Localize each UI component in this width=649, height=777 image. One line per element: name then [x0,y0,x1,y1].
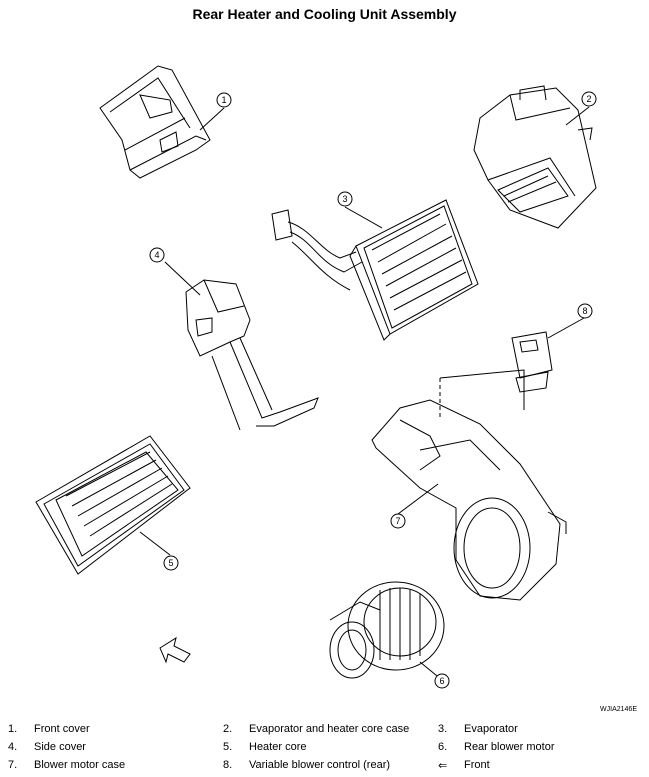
svg-text:5: 5 [168,558,173,568]
svg-text:3: 3 [342,194,347,204]
side-cover-drawing [185,279,319,431]
legend-number: 2. [223,723,233,735]
legend-number: 7. [8,759,18,771]
legend-number: 5. [223,741,233,753]
legend-label: Front cover [34,723,90,735]
svg-text:6: 6 [439,676,444,686]
front-cover-drawing [99,65,211,179]
callout-3: 3 [337,191,353,207]
legend-label: Variable blower control (rear) [249,759,391,771]
callout-6: 6 [434,673,450,689]
svg-text:8: 8 [582,306,587,316]
legend-number: 1. [8,723,18,735]
legend-label: Rear blower motor [464,741,555,753]
blower-motor-case-drawing [371,369,567,601]
legend-row: 7. Blower motor case 8. Variable blower co… [8,756,638,774]
callout-4: 4 [149,247,165,263]
legend-number: 3. [438,723,448,735]
callout-7: 7 [390,513,406,529]
svg-text:2: 2 [586,94,591,104]
variable-blower-control-drawing [511,331,553,393]
legend-item: 1. Front cover [8,723,223,735]
heater-core-drawing [35,435,191,575]
legend-item: 2. Evaporator and heater core case [223,723,438,735]
legend-number: 8. [223,759,233,771]
callout-1: 1 [216,92,232,108]
front-arrow-icon [159,636,191,664]
legend-label: Heater core [249,741,307,753]
legend-item: 4. Side cover [8,741,223,753]
legend-row: 1. Front cover 2. Evaporator and heater co… [8,720,638,738]
legend-label: Evaporator and heater core case [249,723,410,735]
legend-label: Evaporator [464,723,518,735]
legend-item: 8. Variable blower control (rear) [223,759,438,771]
callout-5: 5 [163,555,179,571]
legend-row: 4. Side cover 5. Heater core 6. Rear blower… [8,738,638,756]
legend-label: Side cover [34,741,86,753]
svg-text:1: 1 [221,95,226,105]
legend-item: 3. Evaporator [438,723,638,735]
rear-blower-motor-drawing [329,581,445,679]
figure-id: WJIA2146E [600,706,637,713]
svg-text:7: 7 [395,516,400,526]
callout-2: 2 [581,91,597,107]
legend-number: ⇐ [438,759,448,772]
legend-label: Blower motor case [34,759,126,771]
legend-item: ⇐ Front [438,759,638,772]
legend-item: 6. Rear blower motor [438,741,638,753]
legend-item: 7. Blower motor case [8,759,223,771]
parts-legend: 1. Front cover 2. Evaporator and heater co… [8,720,638,774]
callout-8: 8 [577,303,593,319]
legend-number: 6. [438,741,448,753]
evaporator-heater-case-drawing [473,85,597,229]
legend-item: 5. Heater core [223,741,438,753]
exploded-view-diagram: 1 2 3 4 5 6 7 8 [35,65,597,689]
evaporator-drawing [271,199,479,341]
svg-text:4: 4 [154,250,159,260]
diagram-title: Rear Heater and Cooling Unit Assembly [192,6,457,22]
legend-number: 4. [8,741,18,753]
legend-label: Front [464,758,490,771]
